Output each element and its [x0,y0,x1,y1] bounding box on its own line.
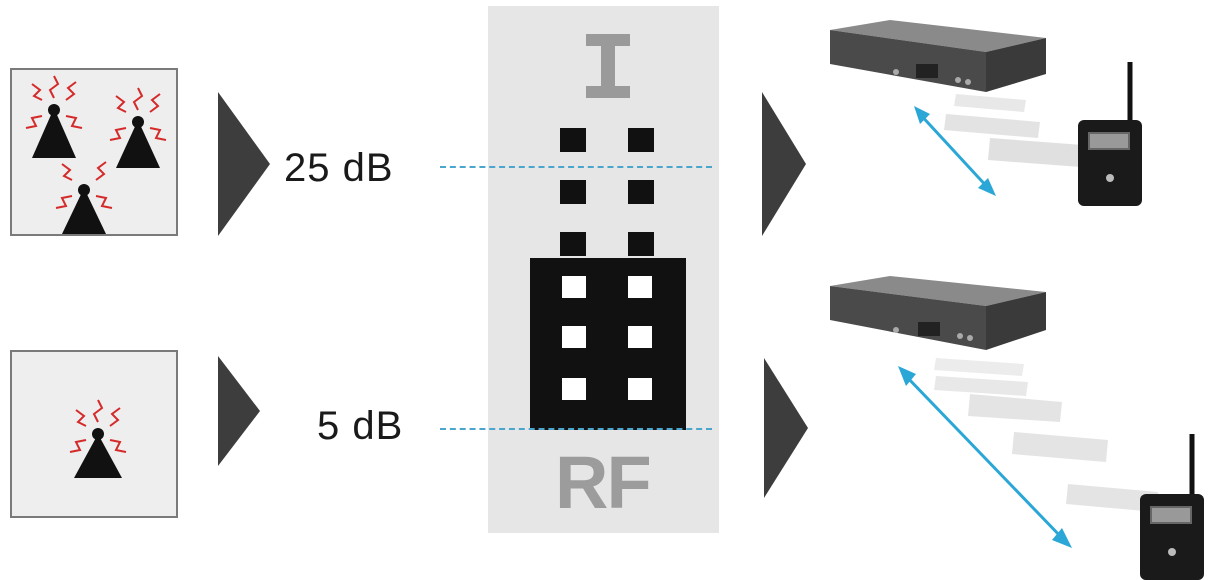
range-arrow [902,372,1066,542]
high-interference-box [10,68,178,236]
antenna-tower-icon [69,399,127,478]
level-line-low [440,428,712,430]
bodypack-receiver-icon [1078,62,1142,206]
interference-symbol [586,34,630,98]
level-label-high: 25 dB [284,146,394,190]
antenna-tower-icon [55,161,113,234]
rack-receiver-icon [830,276,1046,350]
level-line-high [440,166,712,168]
short-range-setup [830,20,1142,206]
long-range-setup [830,276,1204,580]
play-triangle-icon [218,92,270,236]
many-transmitters-illustration [25,75,167,234]
play-triangle-icon [218,356,260,466]
level-label-low: 5 dB [317,404,404,448]
antenna-tower-icon [109,87,167,168]
level-building [530,128,686,430]
low-interference-box [10,350,178,518]
play-triangle-icon [764,358,808,498]
rf-label: RF [555,441,652,524]
play-triangle-icon [762,92,806,236]
antenna-tower-icon [25,75,83,158]
bodypack-receiver-icon [1140,434,1204,580]
range-arrow [916,110,992,192]
rack-receiver-icon [830,20,1046,92]
single-transmitter-illustration [69,399,127,478]
